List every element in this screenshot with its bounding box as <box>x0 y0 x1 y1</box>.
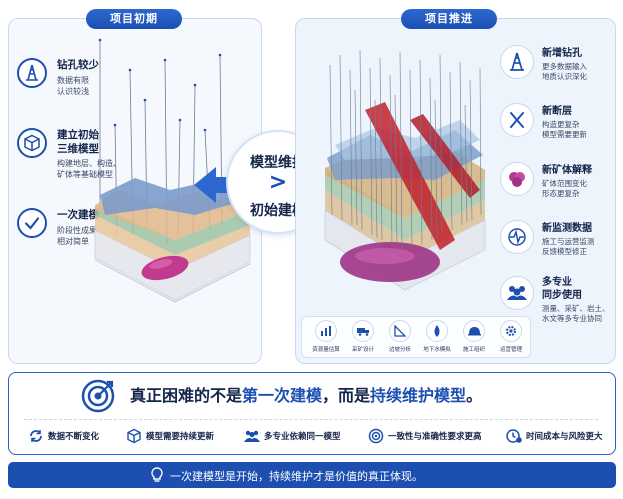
banner-item-label: 数据不断变化 <box>48 432 100 442</box>
gear-icon <box>500 320 522 342</box>
tool-label: 边坡分析 <box>388 347 411 353</box>
monitoring-icon <box>500 220 534 254</box>
feature-desc: 水文等多专业协同 <box>542 314 602 323</box>
banner-item-label: 一致性与准确性要求更高 <box>388 432 482 442</box>
helmet-icon <box>463 320 485 342</box>
right-feature-fault: 新断层 构造更复杂 模型需要更新 <box>500 103 610 143</box>
cube-refresh-icon <box>127 428 141 444</box>
feature-desc: 构造更复杂 <box>542 120 580 129</box>
right-feature-team: 多专业 同步使用 测量、采矿、岩土、 水文等多专业协同 <box>500 276 615 328</box>
greater-than-symbol: > <box>268 170 288 195</box>
checkmark-icon <box>17 208 47 238</box>
feature-desc: 模型需要更新 <box>542 130 587 139</box>
tool-label: 施工组织 <box>462 347 485 353</box>
tool-construction: 施工组织 <box>452 320 496 353</box>
left-feature-drill: 钻孔较少 数据有限 认识较浅 <box>17 58 127 102</box>
tool-label: 资源量估算 <box>312 347 340 353</box>
banner-item-label: 时间成本与风险更大 <box>526 432 603 442</box>
feature-title: 新监测数据 <box>542 223 592 234</box>
feature-desc: 相对简单 <box>57 237 89 246</box>
feature-desc: 更多数据输入 <box>542 62 587 71</box>
banner-item: 时间成本与风险更大 <box>506 428 606 444</box>
feature-desc: 矿体等基础模型 <box>57 170 113 179</box>
footer-bar <box>8 462 616 488</box>
team-icon <box>500 276 534 310</box>
banner-item-label: 多专业依赖同一模型 <box>264 432 341 442</box>
tool-groundwater: 地下水模拟 <box>415 320 459 353</box>
feature-desc: 构建地层、构造、 <box>57 159 121 168</box>
feature-title: 钻孔较少 <box>57 59 99 71</box>
left-feature-model: 建立初始 三维模型 构建地层、构造、 矿体等基础模型 <box>17 128 137 188</box>
banner-divider <box>24 419 598 420</box>
feature-desc: 数据有限 <box>57 76 89 85</box>
banner-item: 多专业依赖同一模型 <box>244 428 362 444</box>
feature-desc: 反馈模型修正 <box>542 247 587 256</box>
tool-mining: 采矿设计 <box>341 320 385 353</box>
arrow-left-icon <box>194 167 238 203</box>
cube-icon <box>17 128 47 158</box>
feature-desc: 认识较浅 <box>57 87 89 96</box>
truck-icon <box>352 320 374 342</box>
ore-body-icon <box>500 162 534 196</box>
feature-desc: 测量、采矿、岩土、 <box>542 304 610 313</box>
feature-title: 新断层 <box>542 106 572 117</box>
feature-desc: 矿体范围变化 <box>542 179 587 188</box>
right-feature-drill: 新增钻孔 更多数据输入 地质认识深化 <box>500 45 610 85</box>
feature-desc: 阶段性成果 <box>57 226 97 235</box>
fault-icon <box>500 103 534 137</box>
tool-label: 地下水模拟 <box>423 347 451 353</box>
banner-title-part: 真正困难的不是 <box>130 386 243 405</box>
banner-title-part: ，而是 <box>322 386 371 405</box>
banner-title: 真正困难的不是第一次建模，而是持续维护模型。 <box>130 382 482 406</box>
tool-label: 采矿设计 <box>351 347 374 353</box>
banner-title-highlight: 持续维护模型 <box>370 386 467 405</box>
feature-title: 建立初始 三维模型 <box>57 129 99 155</box>
bar-chart-icon <box>315 320 337 342</box>
right-tab: 项目推进 <box>401 9 497 29</box>
banner-item: 一致性与准确性要求更高 <box>368 428 498 444</box>
right-feature-ore: 新矿体解释 矿体范围变化 形态更复杂 <box>500 162 610 202</box>
initial-geology-model-illustration <box>94 38 251 303</box>
drill-rig-icon <box>500 45 534 79</box>
feature-desc: 施工与运营监测 <box>542 237 595 246</box>
feature-title: 新增钻孔 <box>542 48 582 59</box>
left-tab: 项目初期 <box>86 9 182 29</box>
tool-operations: 运营管理 <box>489 320 533 353</box>
banner-item: 数据不断变化 <box>28 428 124 444</box>
footer-text: 一次建模型是开始，持续维护才是价值的真正体现。 <box>170 470 423 483</box>
clock-money-icon <box>506 429 522 443</box>
feature-title: 新矿体解释 <box>542 165 592 176</box>
feature-desc: 地质认识深化 <box>542 72 587 81</box>
feature-desc: 形态更复杂 <box>542 189 580 198</box>
banner-title-part: 。 <box>466 386 483 405</box>
water-drop-icon <box>426 320 448 342</box>
evolving-geology-model-illustration <box>324 49 486 291</box>
banner-title-highlight: 第一次建模 <box>242 386 323 405</box>
drill-rig-icon <box>17 58 47 88</box>
banner-item-label: 模型需要持续更新 <box>146 432 215 442</box>
center-top-label: 模型维护 <box>250 155 306 171</box>
sync-icon <box>30 430 42 442</box>
target-icon <box>81 379 115 413</box>
lightbulb-icon <box>151 467 163 482</box>
tool-slope: 边坡分析 <box>378 320 422 353</box>
people-icon <box>244 430 260 442</box>
tool-resource: 资源量估算 <box>304 320 348 353</box>
feature-title: 多专业 同步使用 <box>542 277 582 301</box>
application-toolbar <box>301 316 531 358</box>
right-feature-monitor: 新监测数据 施工与运营监测 反馈模型修正 <box>500 220 610 260</box>
center-bottom-label: 初始建模 <box>250 203 306 219</box>
slope-icon <box>389 320 411 342</box>
target-shield-icon <box>368 428 384 444</box>
left-feature-once: 一次建模 阶段性成果 相对简单 <box>17 208 127 252</box>
feature-title: 一次建模 <box>57 209 99 221</box>
banner-item: 模型需要持续更新 <box>126 428 236 444</box>
tool-label: 运营管理 <box>499 347 522 353</box>
